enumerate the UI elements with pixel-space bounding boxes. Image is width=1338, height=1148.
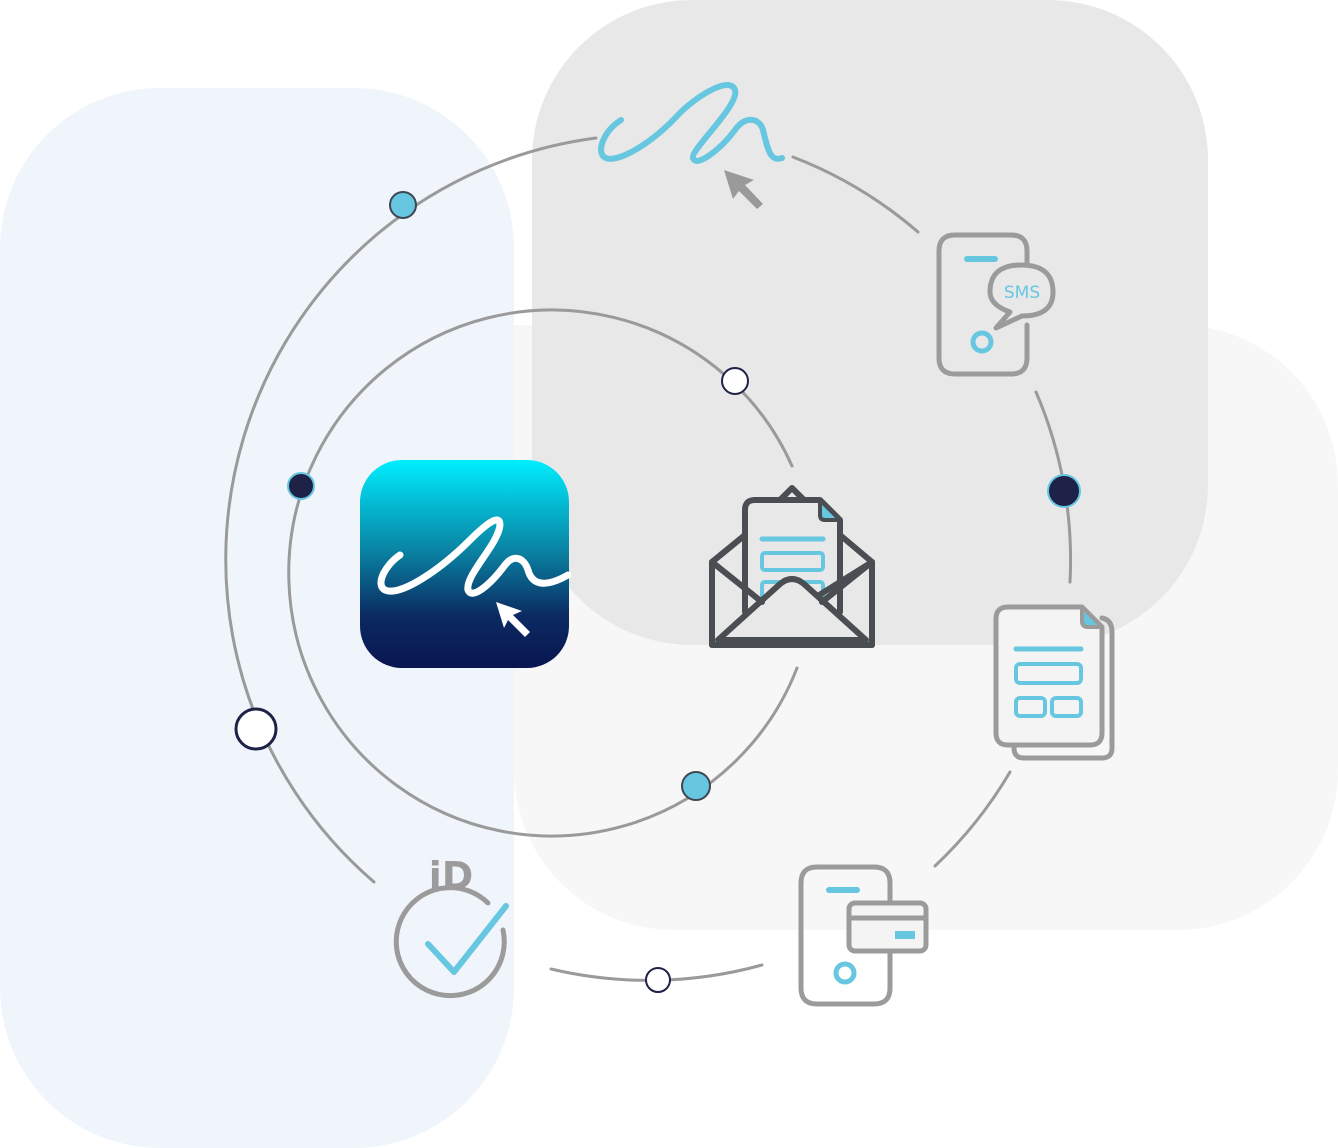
dot-white — [645, 967, 671, 993]
dot-white-large — [234, 707, 278, 751]
dot-navy — [287, 472, 315, 500]
dot-accent — [389, 191, 417, 219]
background-panel-gray — [532, 0, 1208, 645]
envelope-document-icon — [709, 485, 875, 648]
workflow-diagram: SMS iD — [224, 82, 1115, 1007]
signature-icon — [598, 82, 785, 209]
inner-ring — [287, 308, 799, 838]
ring-dots — [234, 191, 1081, 993]
phone-card-icon — [798, 864, 929, 1007]
outer-ring — [224, 136, 1073, 982]
document-stack-icon — [993, 604, 1115, 761]
sms-phone-icon: SMS — [936, 232, 1056, 377]
dot-accent — [681, 771, 711, 801]
sms-label: SMS — [1004, 283, 1040, 303]
id-check-icon: iD — [393, 854, 509, 999]
signature-cursor-icon — [377, 516, 572, 637]
app-icon — [360, 460, 572, 668]
dot-navy — [1047, 474, 1081, 508]
dot-white — [721, 367, 749, 395]
